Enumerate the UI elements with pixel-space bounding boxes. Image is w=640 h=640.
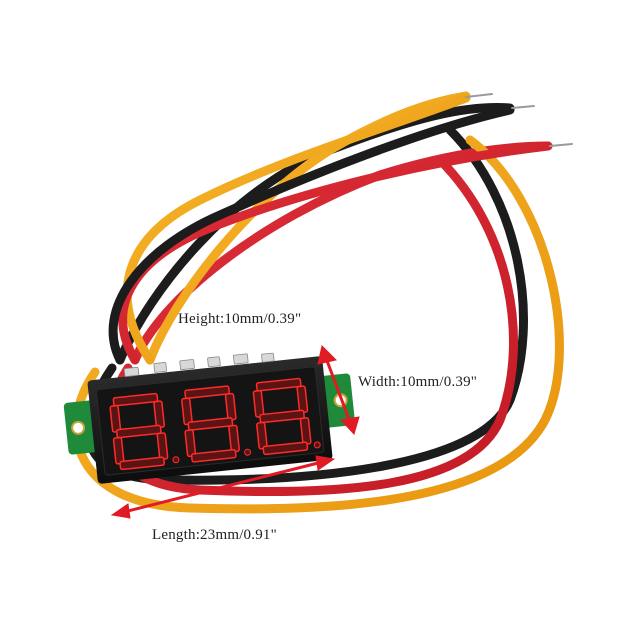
length-arrow-head-right xyxy=(315,455,336,471)
dimension-arrows xyxy=(110,345,360,519)
length-arrow-line xyxy=(123,460,323,514)
smd-components xyxy=(123,352,275,377)
width-arrow-line xyxy=(324,357,352,423)
length-dimension-label: Length:23mm/0.91" xyxy=(152,527,277,543)
mount-hole-left xyxy=(71,420,86,435)
yellow-wire-tip xyxy=(465,93,493,98)
voltmeter-module xyxy=(63,352,355,484)
decimal-point-3 xyxy=(313,441,321,449)
width-arrow-head-top xyxy=(317,345,337,365)
black-wire-loop xyxy=(108,105,515,365)
wire-tips xyxy=(465,93,573,147)
seven-segment-digit-2 xyxy=(181,385,240,463)
seven-segment-digit-1 xyxy=(109,392,169,471)
length-arrow-head-left xyxy=(110,503,131,519)
seven-segment-digit-3 xyxy=(252,377,312,456)
yellow-wire xyxy=(71,91,564,514)
decimal-point-2 xyxy=(244,448,252,456)
height-dimension-label: Height:10mm/0.39" xyxy=(178,311,302,327)
decimal-point-1 xyxy=(172,456,180,464)
width-arrow-head-bottom xyxy=(340,416,360,435)
black-wire-tip xyxy=(511,105,535,109)
width-dimension-label: Width:10mm/0.39" xyxy=(358,374,478,390)
red-wire-loop xyxy=(118,141,553,365)
red-wire-tip xyxy=(549,143,573,147)
